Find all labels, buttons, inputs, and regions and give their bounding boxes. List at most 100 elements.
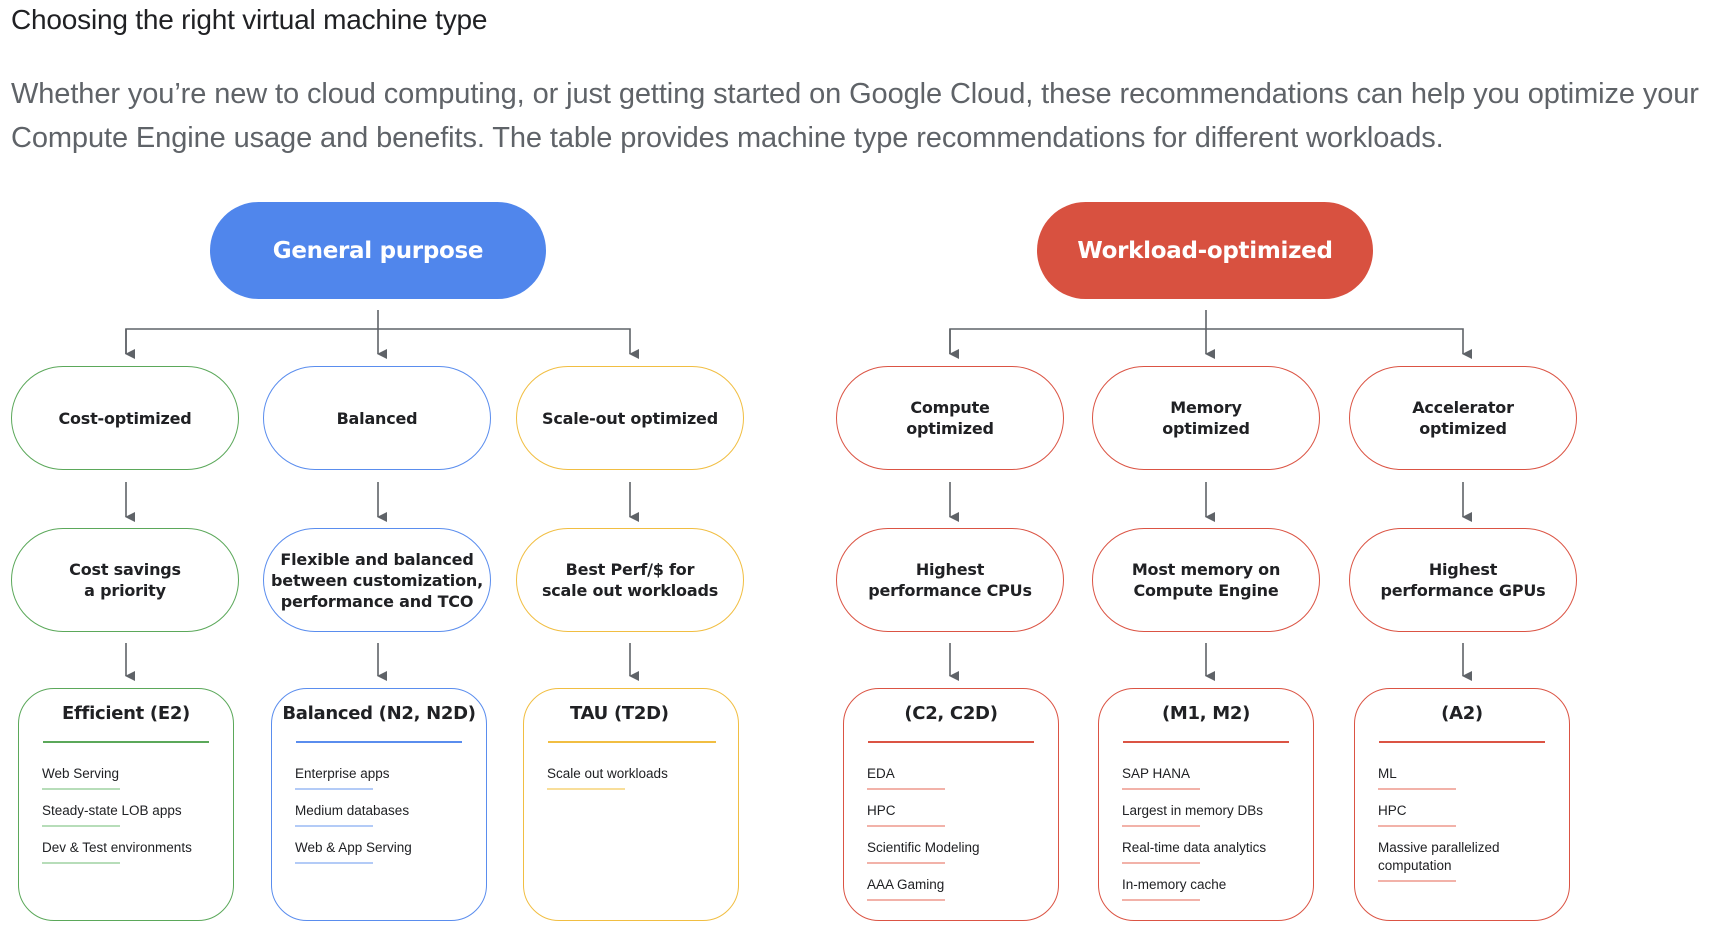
benefit-highest-performance-gpus: Highest performance GPUs bbox=[1349, 528, 1577, 632]
workload-label: Scale out workloads bbox=[547, 766, 668, 781]
machine-card-c2-c2d: (C2, C2D) EDA HPC Scientific Modeling AA… bbox=[843, 688, 1059, 921]
benefit-cost-savings: Cost savings a priority bbox=[11, 528, 239, 632]
category-compute-optimized: Compute optimized bbox=[836, 366, 1064, 470]
general-purpose-label: General purpose bbox=[272, 237, 484, 264]
benefit-highest-performance-cpus: Highest performance CPUs bbox=[836, 528, 1064, 632]
workload-label: Largest in memory DBs bbox=[1122, 803, 1264, 818]
list-item: Largest in memory DBs bbox=[1122, 802, 1301, 827]
machine-card-e2: Efficient (E2) Web Serving Steady-state … bbox=[18, 688, 234, 921]
category-label: Cost-optimized bbox=[58, 408, 192, 428]
workload-list: EDA HPC Scientific Modeling AAA Gaming bbox=[867, 765, 1046, 913]
divider bbox=[1122, 788, 1200, 790]
divider bbox=[1378, 880, 1456, 882]
workload-label: ML bbox=[1378, 766, 1397, 781]
category-label: Compute optimized bbox=[906, 398, 994, 438]
page-title: Choosing the right virtual machine type bbox=[11, 4, 488, 35]
workload-label: Medium databases bbox=[295, 803, 410, 818]
workload-list: Web Serving Steady-state LOB apps Dev & … bbox=[42, 765, 221, 876]
benefit-flexible-balanced: Flexible and balanced between customizat… bbox=[263, 528, 491, 632]
list-item: SAP HANA bbox=[1122, 765, 1301, 790]
general-purpose-node: General purpose bbox=[210, 202, 546, 299]
list-item: Web Serving bbox=[42, 765, 221, 790]
list-item: Dev & Test environments bbox=[42, 839, 221, 864]
category-scale-out-optimized: Scale-out optimized bbox=[516, 366, 744, 470]
list-item: Massive parallelized computation bbox=[1378, 839, 1557, 882]
category-label: Balanced bbox=[336, 408, 418, 428]
divider bbox=[1123, 741, 1289, 743]
machine-card-t2d: TAU (T2D) Scale out workloads bbox=[523, 688, 739, 921]
category-label: Memory optimized bbox=[1162, 398, 1250, 438]
divider bbox=[295, 862, 373, 864]
machine-title: TAU (T2D) bbox=[570, 703, 669, 724]
list-item: Scale out workloads bbox=[547, 765, 726, 790]
workload-label: Web Serving bbox=[42, 766, 120, 781]
list-item: Medium databases bbox=[295, 802, 474, 827]
machine-card-a2: (A2) ML HPC Massive parallelized computa… bbox=[1354, 688, 1570, 921]
machine-title: (A2) bbox=[1441, 703, 1483, 724]
workload-label: Enterprise apps bbox=[295, 766, 390, 781]
intro-line-1: Whether you’re new to cloud computing, o… bbox=[11, 78, 1699, 110]
intro-line-2: Compute Engine usage and benefits. The t… bbox=[11, 122, 1444, 154]
divider bbox=[867, 899, 945, 901]
category-memory-optimized: Memory optimized bbox=[1092, 366, 1320, 470]
category-label: Accelerator optimized bbox=[1412, 398, 1514, 438]
workload-label: HPC bbox=[867, 803, 896, 818]
machine-title: (M1, M2) bbox=[1161, 703, 1251, 724]
machine-title: Balanced (N2, N2D) bbox=[282, 703, 476, 724]
list-item: HPC bbox=[867, 802, 1046, 827]
workload-optimized-node: Workload-optimized bbox=[1037, 202, 1373, 299]
workload-label: HPC bbox=[1378, 803, 1407, 818]
list-item: ML bbox=[1378, 765, 1557, 790]
workload-label: SAP HANA bbox=[1122, 766, 1191, 781]
machine-card-n2-n2d: Balanced (N2, N2D) Enterprise apps Mediu… bbox=[271, 688, 487, 921]
workload-label: Web & App Serving bbox=[295, 840, 412, 855]
benefit-label: Most memory on Compute Engine bbox=[1131, 560, 1281, 600]
benefit-label: Highest performance GPUs bbox=[1380, 560, 1546, 600]
list-item: AAA Gaming bbox=[867, 876, 1046, 901]
benefit-label: Flexible and balanced between customizat… bbox=[271, 549, 483, 611]
divider bbox=[1379, 741, 1545, 743]
list-item: Enterprise apps bbox=[295, 765, 474, 790]
workload-list: ML HPC Massive parallelized computation bbox=[1378, 765, 1557, 894]
list-item: Scientific Modeling bbox=[867, 839, 1046, 864]
divider bbox=[1378, 825, 1456, 827]
list-item: HPC bbox=[1378, 802, 1557, 827]
divider bbox=[867, 825, 945, 827]
workload-label: Scientific Modeling bbox=[867, 840, 980, 855]
workload-label: Massive parallelized computation bbox=[1378, 840, 1500, 873]
intro-paragraph: Whether you’re new to cloud computing, o… bbox=[11, 72, 1730, 160]
benefit-best-perf-per-dollar: Best Perf/$ for scale out workloads bbox=[516, 528, 744, 632]
list-item: In-memory cache bbox=[1122, 876, 1301, 901]
category-balanced: Balanced bbox=[263, 366, 491, 470]
divider bbox=[867, 862, 945, 864]
divider bbox=[1122, 862, 1200, 864]
divider bbox=[1122, 899, 1200, 901]
workload-label: EDA bbox=[867, 766, 895, 781]
divider bbox=[868, 741, 1034, 743]
workload-label: AAA Gaming bbox=[867, 877, 945, 892]
list-item: Web & App Serving bbox=[295, 839, 474, 864]
list-item: Steady-state LOB apps bbox=[42, 802, 221, 827]
machine-title: (C2, C2D) bbox=[904, 703, 998, 724]
workload-label: Real-time data analytics bbox=[1122, 840, 1267, 855]
benefit-label: Cost savings a priority bbox=[69, 560, 181, 600]
workload-list: Scale out workloads bbox=[547, 765, 726, 802]
divider bbox=[43, 741, 209, 743]
divider bbox=[42, 788, 120, 790]
machine-title: Efficient (E2) bbox=[62, 703, 190, 724]
workload-list: Enterprise apps Medium databases Web & A… bbox=[295, 765, 474, 876]
workload-label: Steady-state LOB apps bbox=[42, 803, 182, 818]
divider bbox=[547, 788, 625, 790]
divider bbox=[867, 788, 945, 790]
workload-label: In-memory cache bbox=[1122, 877, 1227, 892]
divider bbox=[295, 788, 373, 790]
benefit-most-memory: Most memory on Compute Engine bbox=[1092, 528, 1320, 632]
workload-list: SAP HANA Largest in memory DBs Real-time… bbox=[1122, 765, 1301, 913]
list-item: Real-time data analytics bbox=[1122, 839, 1301, 864]
workload-optimized-label: Workload-optimized bbox=[1077, 237, 1333, 264]
workload-label: Dev & Test environments bbox=[42, 840, 192, 855]
list-item: EDA bbox=[867, 765, 1046, 790]
divider bbox=[42, 862, 120, 864]
divider bbox=[296, 741, 462, 743]
